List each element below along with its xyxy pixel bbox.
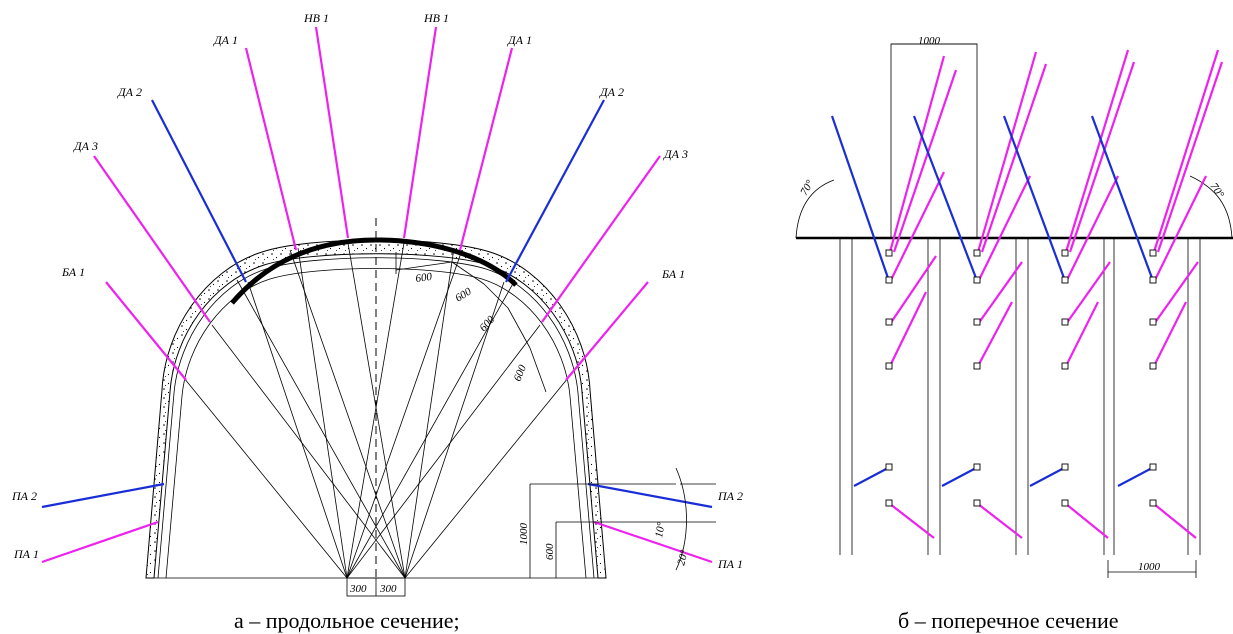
anchor-nv1-left — [314, 26, 350, 239]
label-da3-left: ДА 3 — [73, 139, 98, 153]
dim-600-height: 600 — [544, 543, 556, 560]
anchor-da3-right — [541, 155, 661, 323]
anchor-da3-left — [93, 155, 211, 323]
label-da3-right: ДА 3 — [663, 147, 688, 161]
dim-angle-70-right: 70° — [1208, 181, 1227, 201]
label-da1-right: ДА 1 — [507, 33, 532, 47]
cross-anchors — [830, 49, 1224, 539]
dim-600-2: 600 — [453, 285, 474, 304]
cross-section: 1000 70° 70° — [795, 35, 1233, 633]
label-pa2-right: ПА 2 — [717, 489, 743, 503]
anchor-pa1-right — [593, 520, 713, 564]
angle-arc-left — [795, 179, 835, 239]
dim-angle-70-left: 70° — [798, 178, 816, 198]
label-da1-left: ДА 1 — [213, 33, 238, 47]
anchor-pa1-left — [41, 520, 159, 564]
dim-bottom-1000: 1000 — [1138, 561, 1161, 573]
caption-cross: б – поперечное сечение — [898, 608, 1118, 633]
dim-angle-20: 20° — [675, 548, 691, 567]
anchor-pa2-left — [41, 482, 165, 509]
label-pa1-left: ПА 1 — [13, 547, 39, 561]
longitudinal-section: НВ 1 НВ 1 ДА 1 ДА 1 ДА 2 ДА 2 ДА 3 ДА 3 … — [11, 11, 743, 633]
top-dim-box — [890, 43, 978, 239]
section-verticals — [839, 238, 1201, 555]
anchor-heads — [885, 249, 1157, 507]
dim-600-4: 600 — [512, 363, 529, 383]
label-nv1-left: НВ 1 — [303, 11, 329, 25]
label-pa2-left: ПА 2 — [11, 489, 37, 503]
construction-fan — [183, 242, 569, 579]
label-ba1-right: БА 1 — [661, 267, 685, 281]
caption-longitudinal: а – продольное сечение; — [234, 608, 460, 633]
anchor-ba1-right — [565, 281, 649, 381]
dim-300-right: 300 — [379, 583, 397, 595]
dim-top-1000: 1000 — [918, 35, 941, 47]
dim-600-1: 600 — [415, 271, 434, 285]
crown-reinforcement — [230, 237, 518, 305]
anchor-da1-left — [244, 47, 298, 251]
anchor-da2-right — [505, 99, 605, 283]
dim-300-left: 300 — [349, 583, 367, 595]
anchor-da2-left — [151, 99, 247, 283]
label-nv1-right: НВ 1 — [423, 11, 449, 25]
label-pa1-right: ПА 1 — [717, 557, 743, 571]
spacing-dimensions — [395, 252, 547, 393]
anchors-left — [41, 26, 713, 564]
dim-angle-10: 10° — [653, 521, 668, 539]
label-da2-right: ДА 2 — [599, 85, 624, 99]
anchor-da1-right — [458, 47, 514, 251]
anchor-pa2-right — [587, 482, 713, 509]
label-da2-left: ДА 2 — [117, 85, 142, 99]
inner-contour-2 — [165, 268, 587, 579]
height-dimensions — [529, 467, 716, 578]
angle-arc-right — [1189, 175, 1233, 239]
anchor-ba1-left — [105, 281, 187, 381]
dim-1000-height: 1000 — [518, 523, 530, 546]
anchor-nv1-right — [402, 26, 438, 239]
label-ba1-left: БА 1 — [61, 265, 85, 279]
